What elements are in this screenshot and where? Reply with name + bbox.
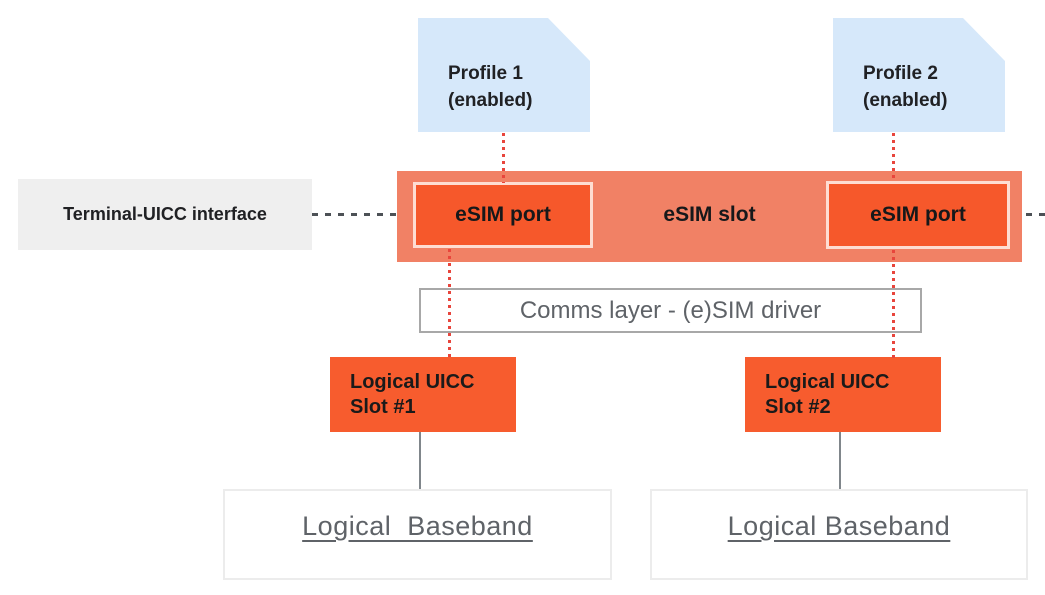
profile-1-state: (enabled) (448, 90, 533, 111)
logical-uicc-slot-1: Logical UICC Slot #1 (330, 357, 516, 432)
logical-baseband-2-label: Logical Baseband (727, 511, 951, 541)
esim-port-1: eSIM port (413, 182, 593, 248)
uicc-slot-1-line2: Slot #1 (350, 396, 416, 418)
port1-to-uicc-slot1-connector (448, 249, 451, 358)
comms-layer-label: Comms layer - (e)SIM driver (519, 296, 822, 324)
comms-layer-box: Comms layer - (e)SIM driver (419, 288, 922, 333)
slot-right-dashed-stub (1026, 213, 1045, 216)
profile-1-name: Profile 1 (448, 63, 523, 84)
profile1-to-port1-connector (502, 133, 505, 183)
uicc-slot1-to-baseband1-connector (419, 432, 421, 489)
esim-slot-label: eSIM slot (663, 203, 756, 226)
uicc-slot-2-line2: Slot #2 (765, 396, 831, 418)
esim-port-2-label: eSIM port (870, 203, 966, 226)
logical-baseband-2: Logical Baseband (650, 489, 1028, 580)
terminal-to-slot-dashed-connector (312, 213, 400, 216)
uicc-slot-2-line1: Logical UICC (765, 371, 890, 393)
profile-2-state: (enabled) (863, 90, 948, 111)
port2-to-uicc-slot2-connector (892, 250, 895, 358)
terminal-uicc-interface-label: Terminal-UICC interface (18, 179, 312, 250)
logical-baseband-1: Logical Baseband (223, 489, 612, 580)
profile-2-name: Profile 2 (863, 63, 938, 84)
terminal-uicc-interface-text: Terminal-UICC interface (63, 204, 267, 224)
esim-port-2: eSIM port (826, 181, 1010, 249)
profile-1-card: Profile 1 (enabled) (418, 18, 590, 132)
logical-baseband-1-label: Logical Baseband (302, 511, 533, 541)
profile-2-card: Profile 2 (enabled) (833, 18, 1005, 132)
uicc-slot2-to-baseband2-connector (839, 432, 841, 489)
uicc-slot-1-line1: Logical UICC (350, 371, 475, 393)
esim-port-1-label: eSIM port (455, 203, 551, 226)
logical-uicc-slot-2: Logical UICC Slot #2 (745, 357, 941, 432)
profile2-to-port2-connector (892, 133, 895, 182)
